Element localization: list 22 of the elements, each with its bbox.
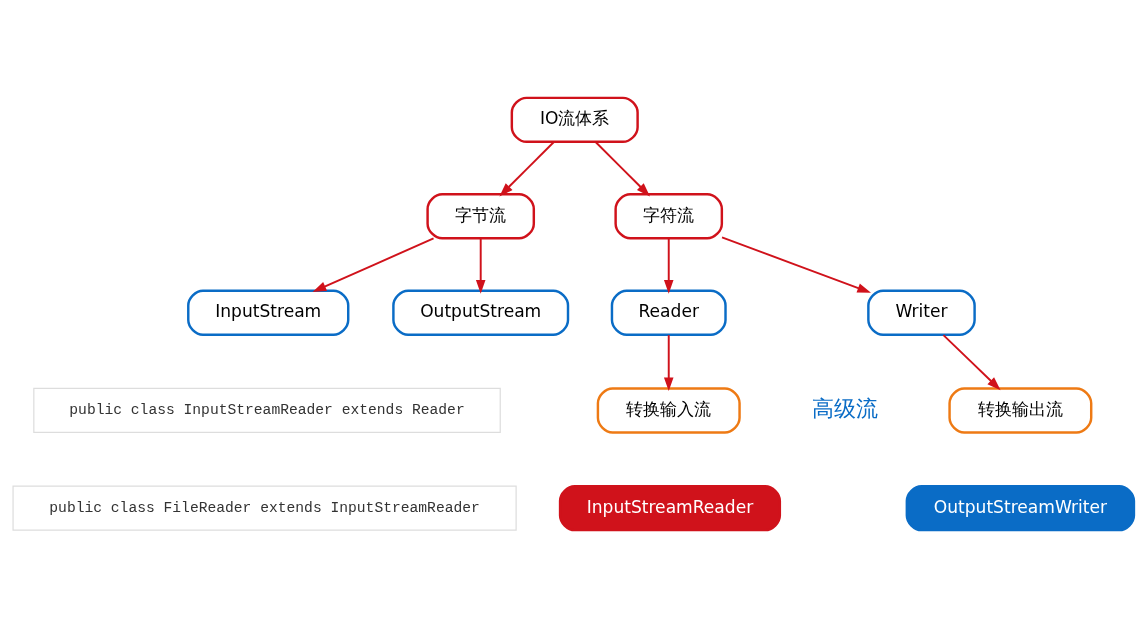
arrow (312, 236, 435, 292)
arrow (594, 140, 650, 196)
node-box: 字符流 (614, 192, 724, 239)
node-box: InputStream (187, 289, 350, 336)
arrow (942, 333, 1001, 390)
node-box: 转换输入流 (596, 386, 741, 434)
node-box: public class FileReader extends InputStreamReader (12, 485, 517, 531)
arrow (663, 333, 674, 391)
arrow (663, 236, 674, 294)
node-box: InputStreamReader (558, 484, 782, 531)
node-box: public class InputStreamReader extends Reader (33, 387, 501, 433)
node-box: 转换输出流 (948, 386, 1093, 434)
node-box: Writer (867, 289, 976, 336)
node-box: OutputStream (392, 289, 570, 336)
node-box: Reader (610, 289, 727, 336)
node-box: IO流体系 (510, 96, 639, 143)
arrow (499, 140, 555, 196)
arrow (721, 235, 872, 293)
label: 高级流 (811, 395, 878, 421)
node-box: 字节流 (426, 192, 536, 239)
arrow (475, 236, 486, 294)
node-box: OutputStreamWriter (905, 484, 1136, 531)
